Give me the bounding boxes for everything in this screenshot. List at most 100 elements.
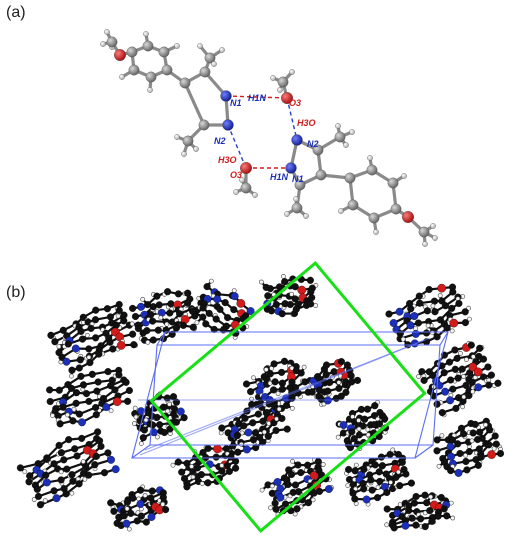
packing-atom-c xyxy=(16,464,24,472)
packing-atom-n xyxy=(474,383,483,392)
packing-atom-h xyxy=(231,288,237,293)
packing-atom-h xyxy=(108,408,114,414)
packing-atom-h xyxy=(461,374,466,379)
packing-atom-h xyxy=(425,323,431,328)
packing-atom-c xyxy=(155,301,163,309)
packing-atom-o xyxy=(112,397,122,407)
atom-c xyxy=(418,226,430,238)
packing-atom-h xyxy=(384,522,390,528)
packing-atom-n xyxy=(244,428,253,437)
unit-cell-edge xyxy=(156,331,166,346)
packing-atom-c xyxy=(363,405,372,413)
atom-h xyxy=(197,43,203,49)
packing-atom-c xyxy=(131,312,140,321)
packing-atom-h xyxy=(470,354,476,360)
atom-h xyxy=(100,41,106,47)
packing-atom-c xyxy=(271,499,279,507)
atom-c xyxy=(204,52,216,64)
packing-atom-c xyxy=(342,378,350,386)
packing-atom-c xyxy=(454,440,462,448)
packing-atom-h xyxy=(400,336,406,342)
packing-atom-c xyxy=(476,428,484,436)
packing-atom-c xyxy=(315,487,324,495)
packing-atom-h xyxy=(69,490,75,496)
packing-atom-c xyxy=(478,434,486,442)
packing-atom-o xyxy=(115,332,125,342)
packing-atom-n xyxy=(246,307,255,316)
packing-atom-c xyxy=(433,400,441,408)
packing-atom-c xyxy=(33,485,41,493)
packing-atom-c xyxy=(405,506,413,515)
packing-atom-n xyxy=(441,387,450,396)
packing-atom-c xyxy=(88,370,96,378)
packing-atom-c xyxy=(167,300,175,308)
packing-atom-c xyxy=(172,418,180,426)
packing-atom-c xyxy=(390,524,398,532)
atom-c xyxy=(161,64,173,76)
packing-atom-o xyxy=(236,299,246,308)
packing-atom-c xyxy=(348,428,356,436)
atom-label-h1n-top: H1N xyxy=(248,93,267,103)
packing-atom-c xyxy=(153,413,161,421)
atom-h xyxy=(277,87,283,93)
packing-atom-c xyxy=(34,492,43,500)
packing-atom-c xyxy=(371,461,379,469)
packing-atom-o xyxy=(213,444,222,454)
packing-atom-c xyxy=(115,306,123,315)
atom-h xyxy=(401,173,407,179)
packing-atom-c xyxy=(91,316,100,324)
packing-atom-c xyxy=(202,320,210,328)
packing-atom-c xyxy=(156,421,164,429)
packing-atom-c xyxy=(451,365,459,373)
packing-atom-c xyxy=(412,492,420,501)
packing-atom-c xyxy=(168,330,176,338)
atom-c xyxy=(126,46,138,58)
atom-h xyxy=(289,69,295,75)
atom-h xyxy=(303,213,309,219)
packing-atom-h xyxy=(58,469,64,475)
packing-atom-c xyxy=(468,378,476,386)
packing-atom-c xyxy=(149,421,157,429)
packing-atom-n xyxy=(242,445,251,454)
packing-atom-c xyxy=(57,449,65,457)
packing-atom-o xyxy=(468,362,478,372)
packing-atom-c xyxy=(129,304,137,312)
packing-atom-c xyxy=(139,434,147,442)
atom-h xyxy=(284,211,290,217)
atom-h xyxy=(422,241,428,247)
packing-atom-c xyxy=(438,409,446,417)
packing-atom-h xyxy=(208,278,214,284)
packing-atom-c xyxy=(402,470,410,478)
unit-cell-edge xyxy=(131,444,151,459)
packing-atom-c xyxy=(148,487,156,495)
packing-atom-c xyxy=(133,517,141,525)
packing-atom-h xyxy=(268,505,273,511)
packing-atom-c xyxy=(95,350,103,358)
packing-atom-c xyxy=(297,369,305,377)
packing-atom-c xyxy=(254,410,262,418)
atom-label-n2-top: N2 xyxy=(214,136,226,146)
packing-atom-c xyxy=(149,336,157,344)
packing-atom-c xyxy=(43,455,51,463)
atom-n xyxy=(220,90,232,102)
packing-atom-h xyxy=(170,462,176,468)
packing-atom-c xyxy=(278,414,286,423)
packing-atom-h xyxy=(71,406,77,412)
packing-atom-c xyxy=(361,415,369,423)
packing-atom-c xyxy=(351,495,359,503)
packing-atom-h xyxy=(140,296,146,302)
packing-atom-c xyxy=(376,477,384,485)
panel-b-label: (b) xyxy=(6,284,26,301)
packing-atom-c xyxy=(100,469,109,477)
packing-atom-h xyxy=(166,401,172,407)
packing-atom-c xyxy=(69,477,77,485)
packing-atom-c xyxy=(445,358,454,366)
packing-atom-h xyxy=(50,413,55,418)
packing-atom-c xyxy=(449,385,457,393)
packing-atom-c xyxy=(75,364,83,372)
atom-h xyxy=(181,151,187,157)
packing-atom-c xyxy=(64,340,72,348)
atom-c xyxy=(387,177,399,189)
packing-atom-c xyxy=(221,299,229,307)
atom-h xyxy=(119,74,125,80)
